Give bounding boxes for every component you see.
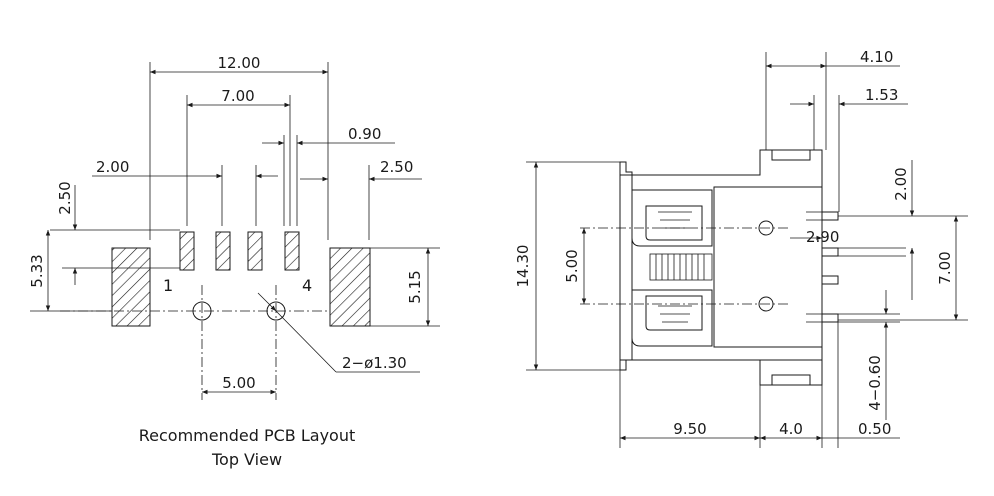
signal-pad-4 xyxy=(284,231,300,271)
dim-bottom-left: 9.50 xyxy=(673,420,706,438)
left-mount-pad xyxy=(111,247,151,327)
dim-pin-width-note: 4−0.60 xyxy=(866,355,884,411)
dim-pin-pitch: 2.90 xyxy=(806,228,839,246)
dim-inner-span: 7.00 xyxy=(221,87,254,105)
pin-label-1: 1 xyxy=(163,276,173,295)
ribbed-section xyxy=(649,253,713,281)
signal-pad-1 xyxy=(179,231,195,271)
pin-label-4: 4 xyxy=(302,276,312,295)
dim-bottom-right: 0.50 xyxy=(858,420,891,438)
dim-hole-spacing: 5.00 xyxy=(222,374,255,392)
side-view: 4.10 1.53 14.30 5.00 2.90 2.00 7.00 4−0.… xyxy=(514,48,968,448)
pcb-layout: 12.00 7.00 0.90 2.00 2.50 2.50 5.33 5.15… xyxy=(28,54,440,469)
dim-bottom-mid: 4.0 xyxy=(779,420,803,438)
dim-top-width: 4.10 xyxy=(860,48,893,66)
dim-left-offset: 2.00 xyxy=(96,158,129,176)
dim-overall-width: 12.00 xyxy=(218,54,261,72)
right-mount-pad xyxy=(329,247,371,327)
dim-pin-width: 0.90 xyxy=(348,125,381,143)
dim-vertical-offset: 2.50 xyxy=(56,181,74,214)
dim-right-upper: 2.00 xyxy=(892,167,910,200)
dim-right-offset: 2.50 xyxy=(380,158,413,176)
dim-right-span: 7.00 xyxy=(936,251,954,284)
dim-hole-note: 2−ø1.30 xyxy=(342,354,407,372)
dim-right-height: 5.15 xyxy=(406,270,424,303)
dim-top-small: 1.53 xyxy=(865,86,898,104)
caption-title: Recommended PCB Layout xyxy=(139,426,356,445)
dim-left-height: 5.33 xyxy=(28,254,46,287)
dim-side-hole-spacing: 5.00 xyxy=(563,249,581,282)
caption-subtitle: Top View xyxy=(211,450,282,469)
dim-height-total: 14.30 xyxy=(514,245,532,288)
signal-pad-2 xyxy=(215,231,231,271)
signal-pad-3 xyxy=(247,231,263,271)
